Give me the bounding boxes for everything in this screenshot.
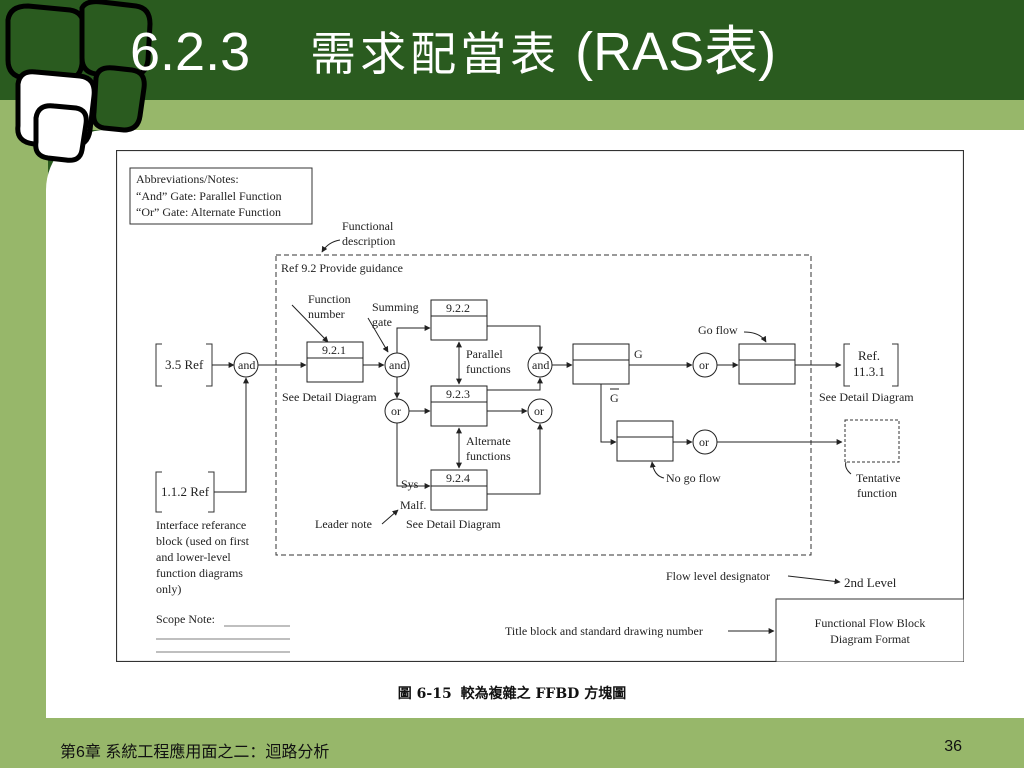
function-block-921: 9.2.1 xyxy=(306,341,364,383)
caption-text: 較為複雜之 FFBD 方塊圖 xyxy=(460,686,627,702)
no-go-flow-block xyxy=(616,420,674,462)
function-number-leader xyxy=(291,304,329,343)
scope-note: Scope Note: xyxy=(156,612,215,626)
tentative-function-block xyxy=(844,419,900,463)
leader-note: Leader note xyxy=(315,517,372,531)
page-number: 36 xyxy=(944,738,962,755)
svg-text:9.2.2: 9.2.2 xyxy=(446,301,470,315)
interface-block-line2: block (used on first xyxy=(156,534,250,548)
reference-block-35: 3.5 Ref xyxy=(155,343,213,387)
title-band xyxy=(0,0,1024,100)
second-level: 2nd Level xyxy=(844,575,897,590)
left-accent-stripe xyxy=(0,100,48,768)
title-main: 需求配當表 xyxy=(310,27,561,81)
notes-heading: Abbreviations/Notes: xyxy=(136,172,239,186)
reference-block-1131: Ref. 11.3.1 xyxy=(843,343,899,387)
guidance-boundary xyxy=(275,254,812,556)
abbreviations-notes: Abbreviations/Notes: “And” Gate: Paralle… xyxy=(129,167,313,225)
svg-text:and: and xyxy=(532,358,549,372)
g-bar-label: G xyxy=(610,391,619,405)
see-detail-924: See Detail Diagram xyxy=(406,517,501,531)
page-title: 6.2.3 需求配當表 (RAS表) xyxy=(130,22,776,84)
ffbd-diagram: Abbreviations/Notes: “And” Gate: Paralle… xyxy=(116,150,964,662)
notes-and-gate: “And” Gate: Parallel Function xyxy=(136,189,282,203)
leader-note-arrow xyxy=(381,509,399,525)
footer-chapter: 第6章 系統工程應用面之二：迴路分析 xyxy=(60,744,330,761)
figure-caption: 圖 6-15 較為複雜之 FFBD 方塊圖 xyxy=(0,683,1024,703)
notes-or-gate: “Or” Gate: Alternate Function xyxy=(136,205,281,219)
see-detail-921: See Detail Diagram xyxy=(282,390,377,404)
summing-gate-line1: Summing xyxy=(372,300,419,314)
function-number-line2: number xyxy=(308,307,345,321)
flow-level-designator: Flow level designator xyxy=(666,569,770,583)
function-number-line1: Function xyxy=(308,292,351,306)
interface-block-line3: and lower-level xyxy=(156,550,231,564)
alternate-functions-line2: functions xyxy=(466,449,511,463)
svg-text:or: or xyxy=(391,404,401,418)
title-number: 6.2.3 xyxy=(130,22,251,82)
title-block-line1: Functional Flow Block xyxy=(815,616,926,630)
functional-description-line1: Functional xyxy=(342,219,394,233)
caption-number: 圖 6-15 xyxy=(397,686,452,702)
or-gate-2 xyxy=(527,398,553,424)
title-block-line2: Diagram Format xyxy=(830,632,910,646)
svg-text:and: and xyxy=(238,358,255,372)
svg-text:9.2.4: 9.2.4 xyxy=(446,471,470,485)
interface-block-line5: only) xyxy=(156,582,181,596)
footer-band xyxy=(0,718,1024,768)
functional-description-line2: description xyxy=(342,234,395,248)
parallel-functions-line1: Parallel xyxy=(466,347,503,361)
ref-guidance: Ref 9.2 Provide guidance xyxy=(281,261,403,275)
interface-block-line4: function diagrams xyxy=(156,566,243,580)
function-block-922: 9.2.2 xyxy=(430,299,488,341)
interface-block-line1: Interface referance xyxy=(156,518,246,532)
svg-text:Ref.: Ref. xyxy=(858,348,880,363)
title-block-label: Title block and standard drawing number xyxy=(505,624,703,638)
reference-block-112: 1.1.2 Ref xyxy=(155,471,215,513)
function-block-924: 9.2.4 xyxy=(430,469,488,511)
svg-text:9.2.3: 9.2.3 xyxy=(446,387,470,401)
functional-description-leader xyxy=(321,239,341,253)
alternate-functions-line1: Alternate xyxy=(466,434,511,448)
g-label: G xyxy=(634,347,643,361)
summing-gate-leader xyxy=(367,317,389,353)
malf-label: Malf. xyxy=(400,498,426,512)
title-block xyxy=(775,598,964,662)
svg-text:or: or xyxy=(534,404,544,418)
parallel-functions-line2: functions xyxy=(466,362,511,376)
sys-label: Sys xyxy=(401,477,419,491)
svg-text:or: or xyxy=(699,358,709,372)
go-flow-label: Go flow xyxy=(698,323,738,337)
title-suffix: (RAS表) xyxy=(575,22,777,82)
tentative-function-line2: function xyxy=(857,486,897,500)
summing-gate-line2: gate xyxy=(372,315,392,329)
svg-text:or: or xyxy=(699,435,709,449)
go-flow-block xyxy=(738,343,796,385)
svg-text:1.1.2 Ref: 1.1.2 Ref xyxy=(161,484,210,499)
function-block-923: 9.2.3 xyxy=(430,385,488,427)
svg-text:3.5 Ref: 3.5 Ref xyxy=(165,357,204,372)
tentative-function-line1: Tentative xyxy=(856,471,900,485)
svg-text:9.2.1: 9.2.1 xyxy=(322,343,346,357)
decision-block xyxy=(572,343,630,385)
svg-text:11.3.1: 11.3.1 xyxy=(853,364,885,379)
accent-stripe xyxy=(0,100,1024,130)
logo-icon xyxy=(5,0,153,163)
see-detail-1131: See Detail Diagram xyxy=(819,390,914,404)
no-go-flow-label: No go flow xyxy=(666,471,721,485)
svg-text:and: and xyxy=(389,358,406,372)
